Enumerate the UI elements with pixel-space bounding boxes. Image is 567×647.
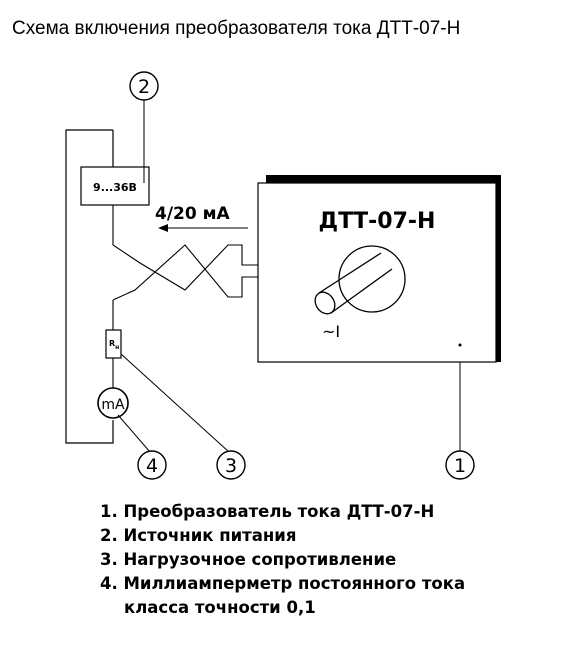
legend-item-4: 4. Миллиамперметр постоянного тока — [100, 574, 466, 593]
callout-4-number: 4 — [146, 455, 158, 477]
legend-item-1: 1. Преобразователь тока ДТТ-07-Н — [100, 502, 435, 521]
sensor-window — [338, 245, 406, 313]
callout-1-circle — [445, 450, 475, 480]
callout-3-leader — [120, 353, 230, 453]
signal-arrowhead — [158, 224, 168, 232]
callout-1-anchor — [458, 343, 462, 347]
callout-2-number: 2 — [138, 76, 150, 98]
power-supply-box — [80, 166, 150, 206]
milliammeter — [97, 387, 129, 419]
callout-3-circle — [216, 450, 246, 480]
power-supply-label: 9...36В — [93, 181, 137, 194]
component-legend: 1. Преобразователь тока ДТТ-07-Н 2. Исто… — [100, 500, 465, 620]
callout-2-circle — [129, 71, 159, 101]
callout-3-number: 3 — [225, 455, 237, 477]
legend-item-2: 2. Источник питания — [100, 526, 297, 545]
milliammeter-label: mA — [101, 397, 125, 413]
outer-loop-wire — [65, 129, 114, 444]
current-label: ~I — [322, 322, 340, 341]
callout-4-leader — [117, 414, 151, 453]
conductor-end — [314, 291, 336, 315]
signal-label: 4/20 мА — [155, 204, 231, 224]
twisted-pair-wire-b — [112, 244, 282, 301]
conductor-edge-a — [318, 252, 382, 294]
transducer-label: ДТТ-07-Н — [319, 209, 436, 234]
callout-4-circle — [137, 450, 167, 480]
diagram-title: Схема включения преобразователя тока ДТТ… — [12, 18, 461, 39]
resistor-label: Rн — [109, 339, 119, 351]
legend-item-3: 3. Нагрузочное сопротивление — [100, 550, 397, 569]
legend-item-4-continuation: класса точности 0,1 — [124, 598, 316, 617]
twisted-pair-wire-a — [112, 205, 282, 291]
callout-1-number: 1 — [454, 455, 466, 477]
conductor-edge-b — [330, 268, 393, 314]
